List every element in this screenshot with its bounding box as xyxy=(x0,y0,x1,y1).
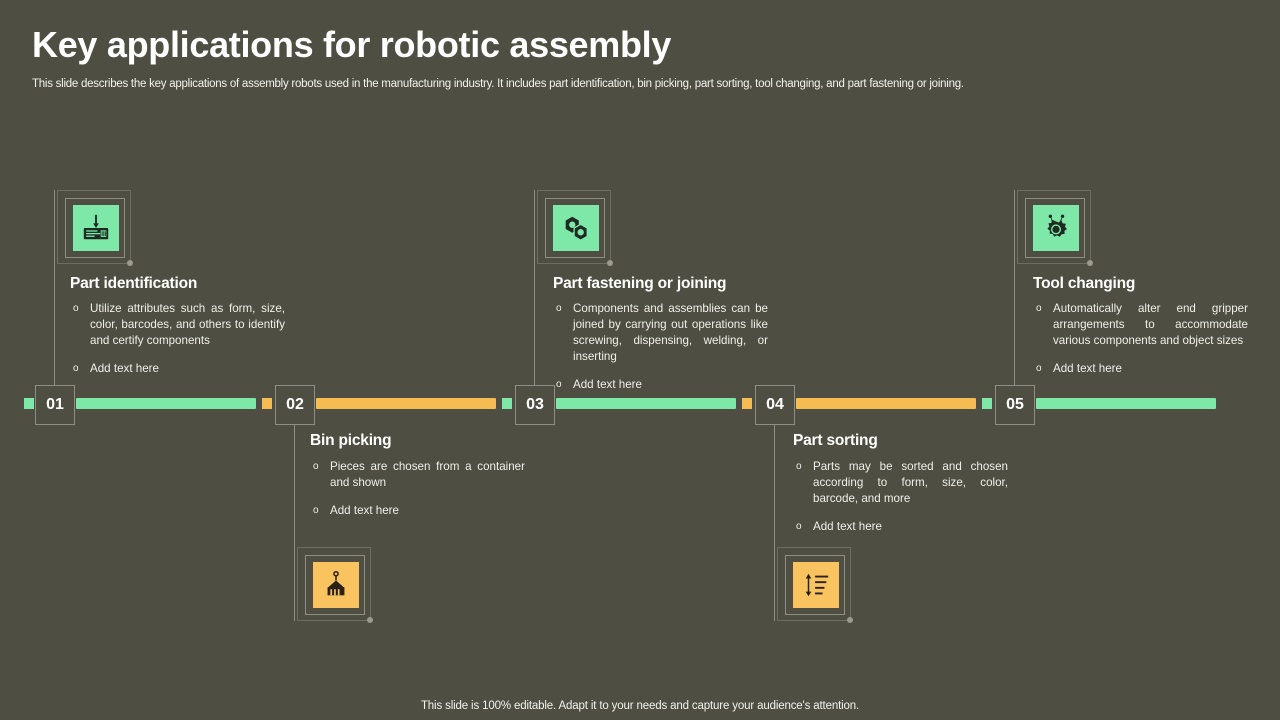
timeline-tick-03 xyxy=(742,398,752,409)
icon-frame-inner-02 xyxy=(305,555,365,615)
timeline-bar-04 xyxy=(796,398,976,409)
bullet-marker: o xyxy=(313,505,319,516)
step-title-04: Part sorting xyxy=(793,432,878,449)
timeline-tick-start xyxy=(24,398,34,409)
bullet-text: Utilize attributes such as form, size, c… xyxy=(90,302,285,347)
list-item: o Components and assemblies can be joine… xyxy=(553,301,768,365)
bullet-text: Automatically alter end gripper arrangem… xyxy=(1053,302,1248,347)
icon-frame-01 xyxy=(57,190,133,266)
icon-frame-inner-01 xyxy=(65,198,125,258)
page-subtitle: This slide describes the key application… xyxy=(32,78,964,90)
timeline-bar-01 xyxy=(76,398,256,409)
icon-accent-dot-01 xyxy=(127,260,133,266)
icon-frame-05 xyxy=(1017,190,1093,266)
bullet-text: Add text here xyxy=(1053,362,1122,375)
bullet-text: Add text here xyxy=(330,504,399,517)
list-item: o Automatically alter end gripper arrang… xyxy=(1033,301,1248,349)
bullet-text: Add text here xyxy=(90,362,159,375)
timeline-bar-03 xyxy=(556,398,736,409)
bullet-text: Pieces are chosen from a container and s… xyxy=(330,460,525,489)
list-item: o Parts may be sorted and chosen accordi… xyxy=(793,459,1008,507)
icon-frame-02 xyxy=(297,547,373,623)
bullet-marker: o xyxy=(556,303,562,314)
icon-frame-inner-03 xyxy=(545,198,605,258)
step-number-04[interactable]: 04 xyxy=(755,385,795,425)
step-number-01[interactable]: 01 xyxy=(35,385,75,425)
page-title: Key applications for robotic assembly xyxy=(32,24,672,65)
icon-accent-dot-05 xyxy=(1087,260,1093,266)
icon-accent-dot-04 xyxy=(847,617,853,623)
bullet-marker: o xyxy=(556,379,562,390)
hex-nuts-icon xyxy=(553,205,599,251)
list-item: o Add text here xyxy=(793,519,1008,535)
list-item: o Pieces are chosen from a container and… xyxy=(310,459,525,491)
step-title-01: Part identification xyxy=(70,275,198,292)
step-bullets-04: o Parts may be sorted and chosen accordi… xyxy=(793,459,1008,535)
timeline-tick-02 xyxy=(502,398,512,409)
step-number-05[interactable]: 05 xyxy=(995,385,1035,425)
connector-stem-04 xyxy=(774,425,775,621)
step-number-02[interactable]: 02 xyxy=(275,385,315,425)
step-bullets-01: o Utilize attributes such as form, size,… xyxy=(70,301,285,377)
bullet-text: Parts may be sorted and chosen according… xyxy=(813,460,1008,505)
bullet-marker: o xyxy=(796,521,802,532)
step-title-02: Bin picking xyxy=(310,432,392,449)
connector-stem-01 xyxy=(54,190,55,386)
icon-frame-inner-05 xyxy=(1025,198,1085,258)
step-title-05: Tool changing xyxy=(1033,275,1136,292)
bullet-text: Add text here xyxy=(813,520,882,533)
bullet-marker: o xyxy=(796,461,802,472)
list-item: o Add text here xyxy=(553,377,768,393)
icon-frame-03 xyxy=(537,190,613,266)
bullet-marker: o xyxy=(313,461,319,472)
timeline-bar-05 xyxy=(1036,398,1216,409)
crane-claw-icon xyxy=(313,562,359,608)
list-item: o Utilize attributes such as form, size,… xyxy=(70,301,285,349)
list-item: o Add text here xyxy=(1033,361,1248,377)
bullet-text: Components and assemblies can be joined … xyxy=(573,302,768,363)
connector-stem-05 xyxy=(1014,190,1015,386)
step-bullets-02: o Pieces are chosen from a container and… xyxy=(310,459,525,519)
bullet-marker: o xyxy=(1036,363,1042,374)
icon-frame-inner-04 xyxy=(785,555,845,615)
connector-stem-02 xyxy=(294,425,295,621)
step-title-03: Part fastening or joining xyxy=(553,275,727,292)
timeline-tick-01 xyxy=(262,398,272,409)
timeline-tick-04 xyxy=(982,398,992,409)
barcode-scanner-icon xyxy=(73,205,119,251)
step-bullets-05: o Automatically alter end gripper arrang… xyxy=(1033,301,1248,377)
timeline-bar-02 xyxy=(316,398,496,409)
sort-list-icon xyxy=(793,562,839,608)
bullet-marker: o xyxy=(73,363,79,374)
footer-note: This slide is 100% editable. Adapt it to… xyxy=(420,700,860,712)
list-item: o Add text here xyxy=(310,503,525,519)
step-bullets-03: o Components and assemblies can be joine… xyxy=(553,301,768,393)
bullet-text: Add text here xyxy=(573,378,642,391)
connector-stem-03 xyxy=(534,190,535,386)
timeline-track xyxy=(0,396,1280,414)
step-number-03[interactable]: 03 xyxy=(515,385,555,425)
icon-accent-dot-02 xyxy=(367,617,373,623)
icon-accent-dot-03 xyxy=(607,260,613,266)
bullet-marker: o xyxy=(1036,303,1042,314)
list-item: o Add text here xyxy=(70,361,285,377)
icon-frame-04 xyxy=(777,547,853,623)
gear-tools-icon xyxy=(1033,205,1079,251)
bullet-marker: o xyxy=(73,303,79,314)
